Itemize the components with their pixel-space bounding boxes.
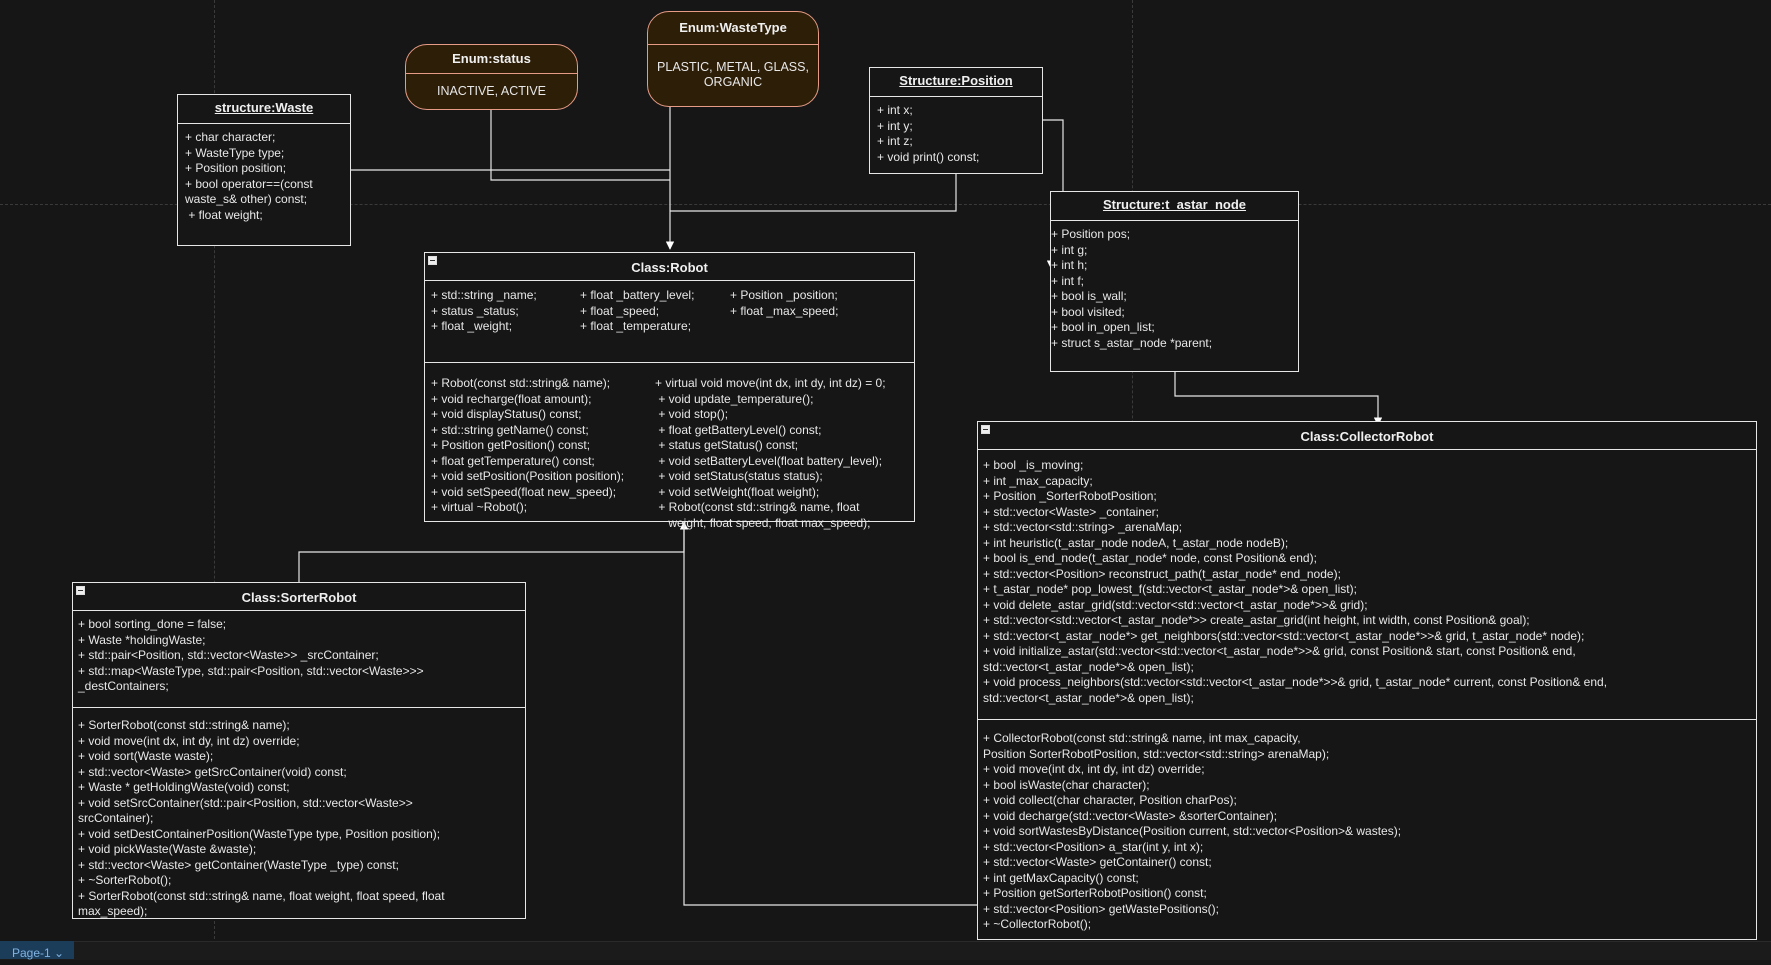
sorter-robot-attributes: + bool sorting_done = false; + Waste *ho… (78, 617, 424, 693)
separator (1051, 220, 1298, 221)
structure-waste[interactable]: structure:Waste + char character; + Wast… (177, 94, 351, 246)
page-tab-bar (0, 941, 1771, 960)
enum-status[interactable]: Enum:status INACTIVE, ACTIVE (405, 44, 578, 110)
class-robot-attributes: + std::string _name; + status _status; +… (425, 281, 914, 362)
structure-astar-node[interactable]: Structure:t_astar_node + Position pos; +… (1050, 191, 1299, 372)
separator (73, 610, 525, 611)
enum-wastetype-title: Enum:WasteType (679, 20, 787, 35)
robot-methods-col2: + virtual void move(int dx, int dy, int … (655, 376, 886, 530)
structure-position[interactable]: Structure:Position + int x; + int y; + i… (869, 67, 1043, 174)
separator (870, 96, 1042, 97)
collapse-icon[interactable] (428, 256, 437, 265)
class-sorter-robot-title: Class:SorterRobot (241, 590, 357, 605)
class-robot[interactable]: Class:Robot + std::string _name; + statu… (424, 252, 915, 530)
connector-position-robot (670, 173, 957, 212)
structure-position-fields: + int x; + int y; + int z; + void print(… (877, 103, 980, 164)
enum-wastetype[interactable]: Enum:WasteType PLASTIC, METAL, GLASS, OR… (647, 11, 819, 107)
separator (978, 719, 1756, 720)
class-sorter-robot[interactable]: Class:SorterRobot + bool sorting_done = … (72, 582, 526, 919)
collector-robot-attributes: + bool _is_moving; + int _max_capacity; … (983, 458, 1608, 705)
sorter-robot-methods: + SorterRobot(const std::string& name); … (78, 718, 445, 918)
structure-waste-title: structure:Waste (214, 100, 314, 115)
guide-line (214, 0, 215, 959)
robot-attributes-col1: + std::string _name; + status _status; +… (431, 288, 537, 333)
separator (425, 362, 914, 363)
separator (425, 280, 914, 281)
class-robot-title: Class:Robot (631, 260, 708, 275)
robot-attributes-col2: + float _battery_level; + float _speed; … (580, 288, 695, 333)
enum-status-values: INACTIVE, ACTIVE (406, 73, 577, 99)
separator (178, 123, 350, 124)
class-collector-robot[interactable]: Class:CollectorRobot + bool _is_moving; … (977, 421, 1757, 940)
page-tab[interactable]: Page-1 ⌄ (0, 941, 74, 960)
guide-line (0, 204, 1771, 205)
robot-attributes-col3: + Position _position; + float _max_speed… (730, 288, 839, 318)
connector-sorter-robot (298, 521, 689, 582)
structure-astar-node-title: Structure:t_astar_node (1102, 197, 1247, 212)
structure-waste-fields: + char character; + WasteType type; + Po… (185, 130, 313, 222)
structure-astar-node-fields: + Position pos; + int g; + int h; + int … (1051, 227, 1213, 350)
connector-status-robot (490, 109, 670, 181)
class-robot-methods: + Robot(const std::string& name); + void… (425, 363, 914, 531)
enum-wastetype-values: PLASTIC, METAL, GLASS, ORGANIC (648, 44, 818, 90)
collapse-icon[interactable] (76, 586, 85, 595)
connector-collector-robot (683, 522, 977, 906)
class-collector-robot-title: Class:CollectorRobot (1300, 429, 1434, 444)
separator (73, 707, 525, 708)
robot-methods-col1: + Robot(const std::string& name); + void… (431, 376, 625, 514)
enum-status-title: Enum:status (452, 51, 531, 66)
connector-astar-collector (1174, 372, 1383, 426)
separator (978, 449, 1756, 450)
collector-robot-methods: + CollectorRobot(const std::string& name… (983, 731, 1402, 931)
structure-position-title: Structure:Position (899, 73, 1013, 88)
collapse-icon[interactable] (981, 425, 990, 434)
